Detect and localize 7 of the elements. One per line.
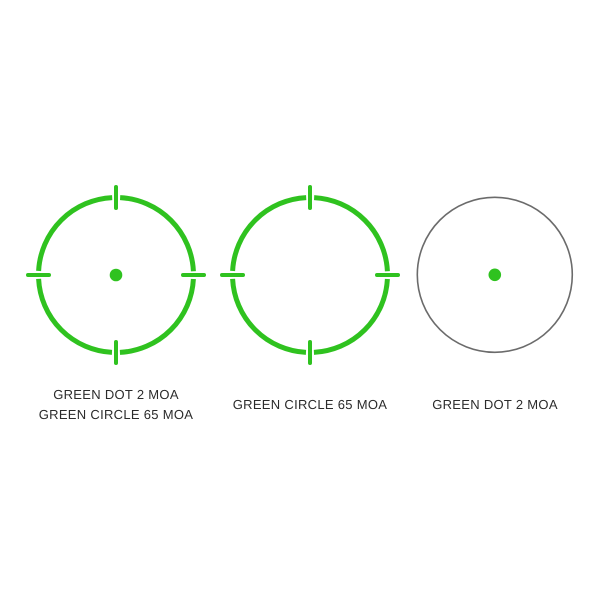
reticle-caption: GREEN DOT 2 MOA bbox=[53, 386, 179, 404]
reticle-drawing bbox=[26, 185, 206, 365]
reticle-drawing bbox=[220, 185, 400, 365]
reticle-caption: GREEN DOT 2 MOA bbox=[432, 396, 558, 414]
reticle-caption: GREEN CIRCLE 65 MOA bbox=[232, 396, 388, 414]
reticle-drawing bbox=[416, 196, 574, 354]
reticle-caption: GREEN CIRCLE 65 MOA bbox=[38, 406, 194, 424]
